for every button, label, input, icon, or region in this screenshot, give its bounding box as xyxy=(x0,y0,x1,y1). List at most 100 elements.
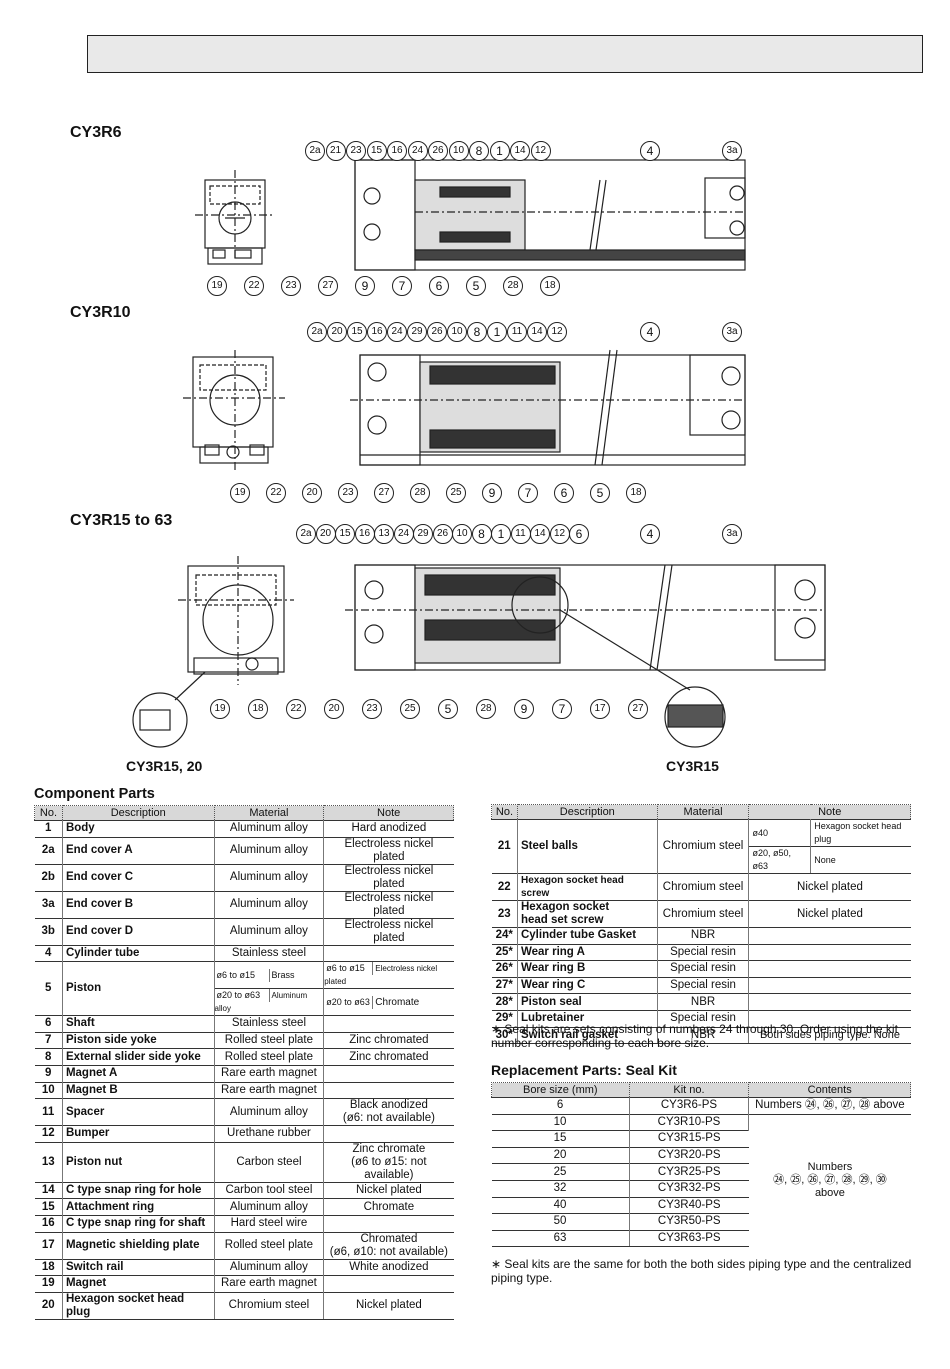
callout-number: 1 xyxy=(491,524,511,544)
callout-number: 27 xyxy=(318,276,338,296)
row-material: Rare earth magnet xyxy=(214,1064,325,1083)
cy3r15-side-view xyxy=(345,564,826,671)
callout-number: 17 xyxy=(590,699,610,719)
row-no: 19 xyxy=(34,1275,63,1293)
callout-number: 20 xyxy=(302,483,322,503)
callout-number: 6 xyxy=(554,483,574,503)
seal-kit-title: Replacement Parts: Seal Kit xyxy=(491,1062,677,1078)
row-material: Rolled steel plate xyxy=(214,1048,325,1066)
callout-number: 16 xyxy=(387,141,407,161)
row-no: 2b xyxy=(34,863,63,892)
row-description: Spacer xyxy=(62,1098,215,1126)
callout-number: 28 xyxy=(410,483,430,503)
contents-line: Numbers xyxy=(807,1161,853,1174)
row-note xyxy=(748,976,911,994)
callout-number: 7 xyxy=(552,699,572,719)
detail-circle-left xyxy=(132,692,188,748)
header-material: Material xyxy=(656,804,750,820)
row-note: Zinc chromated xyxy=(323,1031,454,1049)
row-description: External slider side yoke xyxy=(62,1048,215,1066)
row-description: Cylinder tube xyxy=(62,944,215,962)
row-no: 3a xyxy=(34,890,63,919)
row-kit-no: CY3R6-PS xyxy=(629,1097,750,1115)
row-no: 1 xyxy=(34,820,63,838)
row-description: Magnet B xyxy=(62,1081,215,1099)
row-no: 3b xyxy=(34,917,63,946)
row-material: Chromium steel xyxy=(657,819,750,874)
technical-drawings xyxy=(132,159,826,748)
callout-number: 15 xyxy=(335,524,355,544)
row-bore-size: 25 xyxy=(491,1163,630,1181)
callout-number: 20 xyxy=(315,524,336,544)
header-note: Note xyxy=(748,804,911,820)
row-description: Wear ring B xyxy=(517,960,658,978)
header-no: No. xyxy=(34,805,63,821)
detail-caption-left: CY3R15, 20 xyxy=(126,758,203,774)
callout-number: 5 xyxy=(590,483,610,503)
callout-number: 16 xyxy=(354,524,375,544)
header-box xyxy=(87,35,923,73)
callout-number: 19 xyxy=(230,483,250,503)
piston-range: ø20 to ø63 xyxy=(215,989,270,1003)
table-row: 21 Steel balls Chromium steel ø40 Hexago… xyxy=(491,819,911,874)
row-material: Aluminum alloy xyxy=(214,820,325,838)
row-description: Wear ring C xyxy=(517,976,658,994)
row-no: 8 xyxy=(34,1048,63,1066)
detail-circle-right xyxy=(664,686,726,748)
component-parts-title: Component Parts xyxy=(34,786,155,802)
callout-number: 4 xyxy=(640,524,660,544)
row-material: Stainless steel xyxy=(214,1015,325,1033)
row-no: 23 xyxy=(491,900,518,928)
callout-number: 14 xyxy=(510,141,530,161)
callout-number: 15 xyxy=(347,322,367,342)
row-no: 5 xyxy=(34,961,63,1016)
callout-number: 26 xyxy=(428,141,448,161)
cy3r15-end-view xyxy=(178,556,294,685)
row-description: Piston nut xyxy=(62,1141,215,1183)
row-material: Aluminum alloy xyxy=(214,1198,325,1216)
row-material: Hard steel wire xyxy=(214,1214,325,1233)
row-note: Hexagon socket head plug xyxy=(810,819,911,847)
row-note xyxy=(323,1214,454,1233)
row-note: Nickel plated xyxy=(323,1181,454,1199)
callout-number: 8 xyxy=(467,322,487,342)
callout-number: 8 xyxy=(469,141,489,161)
row-bore-size: 6 xyxy=(491,1097,630,1115)
row-no: 6 xyxy=(34,1015,63,1033)
row-bore-size: 20 xyxy=(491,1146,630,1164)
header-kit-no: Kit no. xyxy=(628,1082,750,1098)
row-note xyxy=(748,960,911,978)
header-note: Note xyxy=(323,805,454,821)
row-description: Bumper xyxy=(62,1125,215,1143)
row-note: Black anodized(ø6: not available) xyxy=(323,1098,454,1126)
row-no: 14 xyxy=(34,1181,63,1199)
callout-number: 26 xyxy=(427,322,447,342)
callout-number: 14 xyxy=(530,524,550,544)
row-no: 25* xyxy=(491,943,518,961)
callout-number: 2a xyxy=(296,524,316,544)
row-material: Rolled steel plate xyxy=(214,1231,325,1260)
row-note: Hard anodized xyxy=(323,820,454,838)
row-note: Nickel plated xyxy=(748,873,911,901)
callout-number: 1 xyxy=(487,322,507,342)
